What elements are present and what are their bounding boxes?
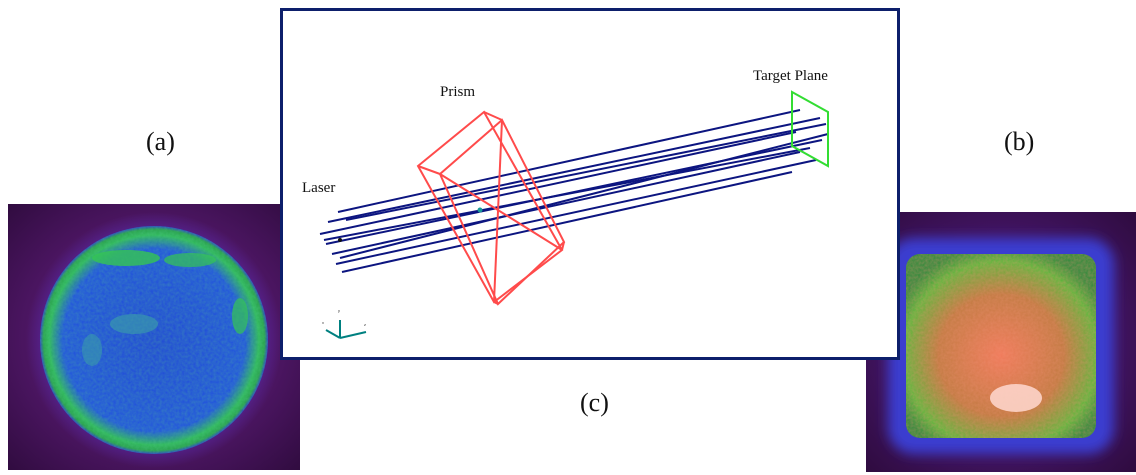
caption-b: (b): [1004, 127, 1035, 156]
axis-x-label: x: [322, 320, 324, 325]
prism-label: Prism: [440, 84, 475, 100]
laser-label: Laser: [302, 180, 335, 196]
target-plane-label: Target Plane: [753, 68, 828, 84]
axis-y-label: y: [338, 308, 340, 313]
prism-shape: [416, 110, 566, 306]
caption-a: (a): [146, 127, 175, 156]
focus-marker: [477, 207, 483, 213]
optical-layout-diagram: y x z Laser Prism Target Plane: [280, 8, 900, 360]
diagram-frame: [280, 8, 900, 360]
circular-beam-profile-image: [8, 204, 300, 470]
square-beam-profile-image: [866, 212, 1136, 472]
target-plane-shape: [791, 90, 829, 168]
axis-z-label: z: [364, 322, 366, 327]
axes-icon: [325, 320, 367, 339]
laser-source-marker: [338, 238, 342, 242]
laser-rays: [319, 109, 829, 273]
caption-c: (c): [580, 388, 609, 417]
